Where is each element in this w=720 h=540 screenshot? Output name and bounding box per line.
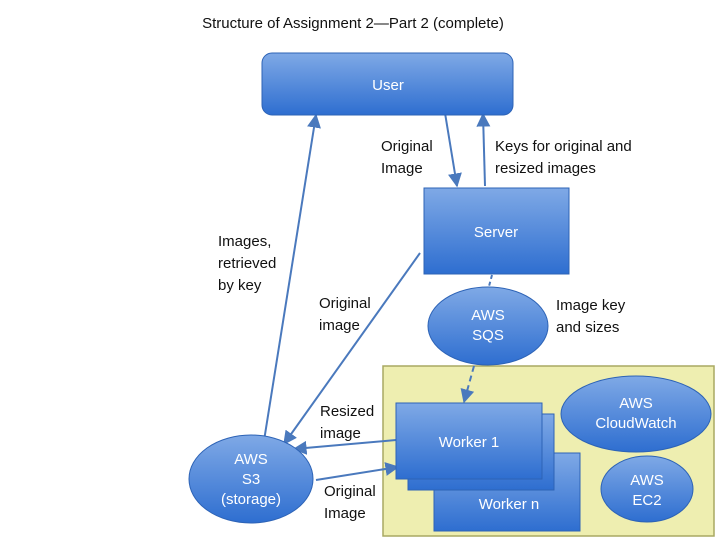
label-original-image-up-1: Original	[381, 138, 433, 155]
ec2-line-2: EC2	[632, 492, 661, 509]
label-original-image-mid-2: image	[319, 317, 360, 334]
label-original-image-bottom-2: Image	[324, 505, 366, 522]
worker-n-label: Worker n	[479, 496, 540, 513]
cloudwatch-node: AWS CloudWatch	[560, 375, 712, 453]
label-images-retrieved-3: by key	[218, 277, 262, 294]
connector-server-to-sqs	[487, 274, 493, 291]
label-original-image-bottom-1: Original	[324, 483, 376, 500]
label-original-image-mid-1: Original	[319, 295, 371, 312]
ec2-line-1: AWS	[630, 472, 664, 489]
ec2-node: AWS EC2	[600, 455, 694, 523]
cloudwatch-line-1: AWS	[619, 395, 653, 412]
label-original-image-up-2: Image	[381, 160, 423, 177]
arrow-server-to-s3	[283, 252, 421, 446]
label-resized-image-1: Resized	[320, 403, 374, 420]
worker-1-label: Worker 1	[439, 434, 500, 451]
worker-stack: Worker 1 Worker n	[395, 402, 581, 532]
label-image-key-2: and sizes	[556, 319, 619, 336]
cloudwatch-line-2: CloudWatch	[595, 415, 676, 432]
diagram-title: Structure of Assignment 2—Part 2 (comple…	[202, 15, 504, 32]
label-resized-image-2: image	[320, 425, 361, 442]
worker-1-box	[395, 402, 543, 480]
user-node: User	[261, 52, 514, 116]
sqs-line-2: SQS	[472, 327, 504, 344]
user-label: User	[372, 77, 404, 94]
arrow-sqs-to-worker	[460, 365, 475, 404]
arrow-worker-to-s3	[292, 439, 397, 455]
s3-line-2: S3	[242, 471, 260, 488]
arrows	[262, 112, 493, 481]
s3-line-3: (storage)	[221, 491, 281, 508]
label-keys-2: resized images	[495, 160, 596, 177]
arrow-server-to-user	[476, 112, 491, 187]
sqs-line-1: AWS	[471, 307, 505, 324]
arrow-s3-to-user	[262, 113, 321, 448]
arrow-s3-to-worker	[315, 462, 400, 481]
label-images-retrieved-1: Images,	[218, 233, 271, 250]
arrow-user-to-server	[444, 112, 462, 188]
sqs-node: AWS SQS	[427, 286, 549, 366]
edge-labels: Original Image Keys for original and res…	[218, 138, 632, 522]
label-image-key-1: Image key	[556, 297, 626, 314]
s3-line-1: AWS	[234, 451, 268, 468]
server-node: Server	[423, 187, 570, 275]
label-keys-1: Keys for original and	[495, 138, 632, 155]
server-label: Server	[474, 224, 518, 241]
label-images-retrieved-2: retrieved	[218, 255, 276, 272]
s3-node: AWS S3 (storage)	[188, 434, 314, 524]
